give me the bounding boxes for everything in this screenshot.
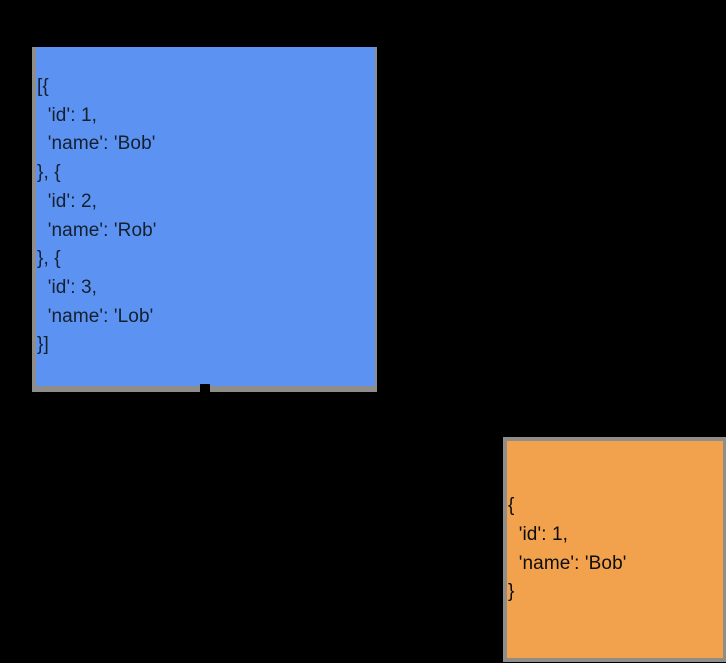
list-of-dicts-box: [{ 'id': 1, 'name': 'Bob' }, { 'id': 2, … (32, 47, 377, 392)
black-notch (200, 384, 210, 392)
single-dict-box: { 'id': 1, 'name': 'Bob' } (503, 437, 726, 662)
single-dict-code: { 'id': 1, 'name': 'Bob' } (508, 495, 627, 603)
list-of-dicts-code: [{ 'id': 1, 'name': 'Bob' }, { 'id': 2, … (37, 75, 157, 356)
